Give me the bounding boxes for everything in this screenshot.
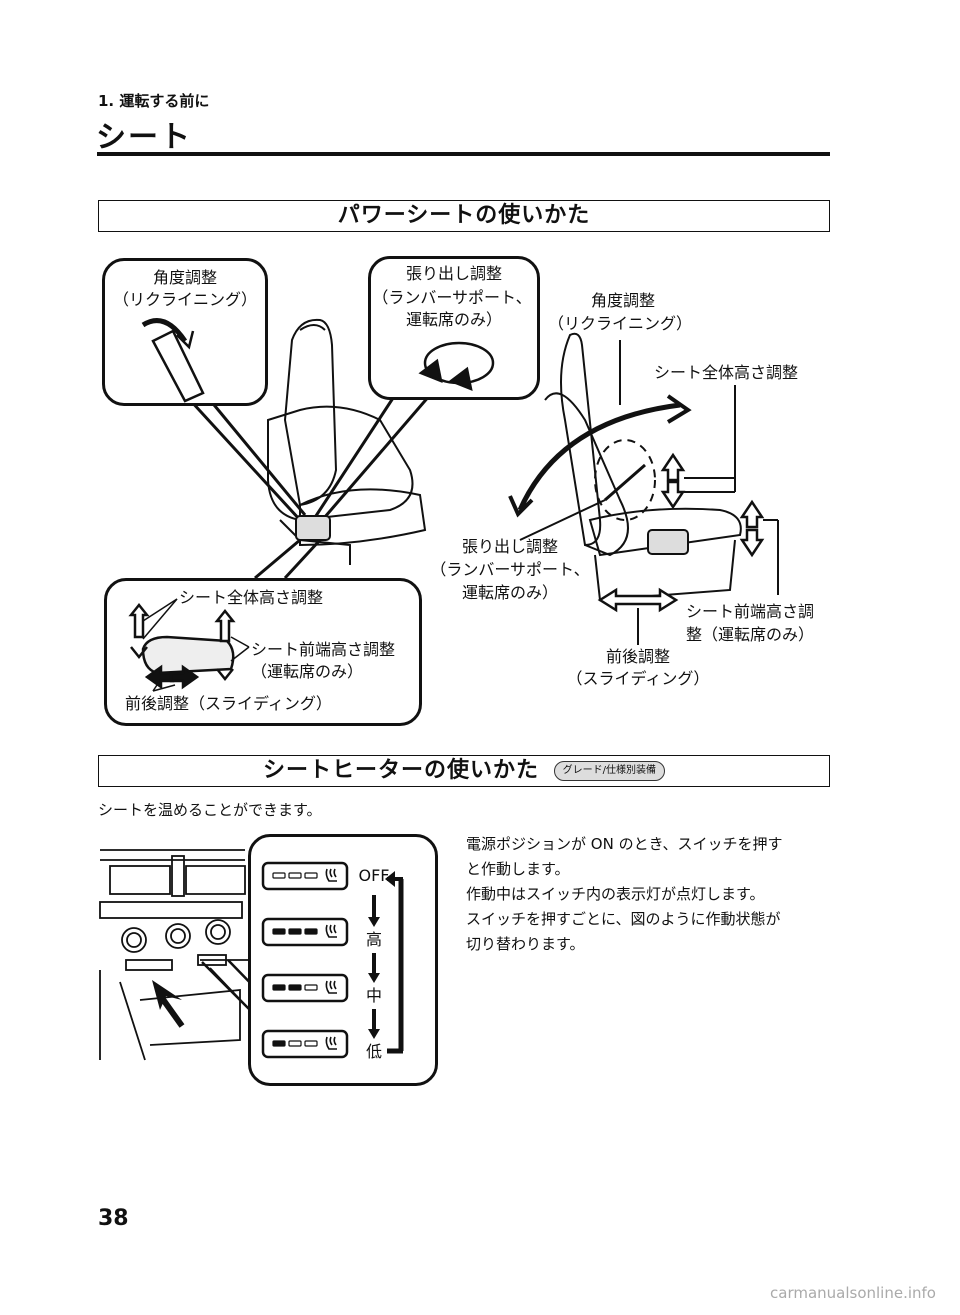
seat-heater-intro: シートを温めることができます。 [98, 801, 322, 819]
chapter-title: 1. 運転する前に [98, 92, 210, 110]
indicator-light [272, 872, 286, 879]
side-lumbar-label-1: 張り出し調整 [461, 537, 558, 556]
switch-slide-label: 前後調整（スライディング） [125, 694, 332, 713]
side-lumbar-label-2: （ランバーサポート、 [430, 560, 590, 579]
lumbar-label-2: （ランバーサポート、 [372, 288, 532, 307]
power-seat-heading: パワーシートの使いかた [98, 200, 830, 232]
side-recline-label-2: （リクライニング） [547, 314, 692, 333]
heater-states-callout: OFF 高 中 低 [248, 834, 438, 1086]
callout-recline: 角度調整 （リクライニング） [102, 258, 268, 406]
switch-height-label: シート全体高さ調整 [179, 588, 324, 607]
callout-lumbar: 張り出し調整 （ランバーサポート、 運転席のみ） [368, 256, 540, 400]
lumbar-label-1: 張り出し調整 [405, 264, 502, 283]
lumbar-label-3: 運転席のみ） [405, 310, 502, 329]
seat-heater-icon [325, 868, 337, 882]
indicator-light [272, 928, 286, 935]
indicator-light [288, 928, 302, 935]
switch-front-height-label-1: シート前端高さ調整 [251, 640, 396, 659]
callout-seat-switch: シート全体高さ調整 シート前端高さ調整 （運転席のみ） 前後調整（スライディング… [104, 578, 422, 726]
recline-label-2: （リクライニング） [112, 290, 257, 309]
seat-heater-icon [325, 924, 337, 938]
seat-heater-heading: シートヒーターの使いかた グレード/仕様別装備 [98, 755, 830, 787]
lumbar-switch-icon [418, 341, 495, 392]
page-number: 38 [98, 1206, 129, 1231]
press-arrow-shaft [159, 996, 185, 1028]
seat-heater-heading-text: シートヒーターの使いかた [262, 758, 539, 783]
side-front-height-label-1: シート前端高さ調 [686, 602, 815, 621]
seat-heater-icon [325, 980, 337, 994]
indicator-light [304, 928, 318, 935]
description-line: 切り替わります。 [466, 935, 585, 953]
description-line: と作動します。 [466, 860, 570, 878]
press-arrow-icon [152, 980, 182, 1010]
heater-switch-low [261, 1029, 349, 1059]
recline-label-1: 角度調整 [152, 268, 217, 287]
heater-switch-mid [261, 973, 349, 1003]
seat-switch-icon [128, 598, 250, 692]
side-recline-label-1: 角度調整 [590, 291, 655, 310]
title-rule [97, 152, 830, 156]
indicator-light [288, 984, 302, 991]
description-line: スイッチを押すごとに、図のように作動状態が [466, 910, 781, 928]
indicator-light [272, 1040, 286, 1047]
recline-switch-icon [141, 318, 205, 403]
seat-heater-icon [325, 1036, 337, 1050]
mode-off-label: OFF [358, 866, 390, 885]
mode-low-label: 低 [365, 1042, 382, 1061]
mode-mid-label: 中 [365, 986, 382, 1005]
side-height-label: シート全体高さ調整 [654, 363, 799, 382]
watermark-text: carmanualsonline.info [770, 1284, 936, 1302]
indicator-light [304, 984, 318, 991]
power-seat-heading-text: パワーシートの使いかた [337, 203, 591, 228]
indicator-light [272, 984, 286, 991]
mode-high-label: 高 [365, 930, 382, 949]
side-slide-label-2: （スライディング） [566, 669, 710, 688]
switch-front-height-label-2: （運転席のみ） [251, 662, 364, 681]
side-front-height-label-2: 整（運転席のみ） [686, 625, 815, 644]
side-slide-label-1: 前後調整 [605, 647, 670, 666]
indicator-light [288, 872, 302, 879]
heater-switch-high [261, 917, 349, 947]
side-lumbar-label-3: 運転席のみ） [461, 583, 558, 602]
description-line: 電源ポジションが ON のとき、スイッチを押す [466, 835, 783, 853]
seat-heater-description: 電源ポジションが ON のとき、スイッチを押す と作動します。 作動中はスイッチ… [466, 832, 836, 957]
description-line: 作動中はスイッチ内の表示灯が点灯します。 [466, 885, 765, 903]
indicator-light [304, 872, 318, 879]
grade-badge: グレード/仕様別装備 [553, 761, 666, 781]
page-title: シート [96, 120, 192, 155]
indicator-light [304, 1040, 318, 1047]
heater-switch-off [261, 861, 349, 891]
indicator-light [288, 1040, 302, 1047]
heater-switch-states [261, 861, 404, 1059]
